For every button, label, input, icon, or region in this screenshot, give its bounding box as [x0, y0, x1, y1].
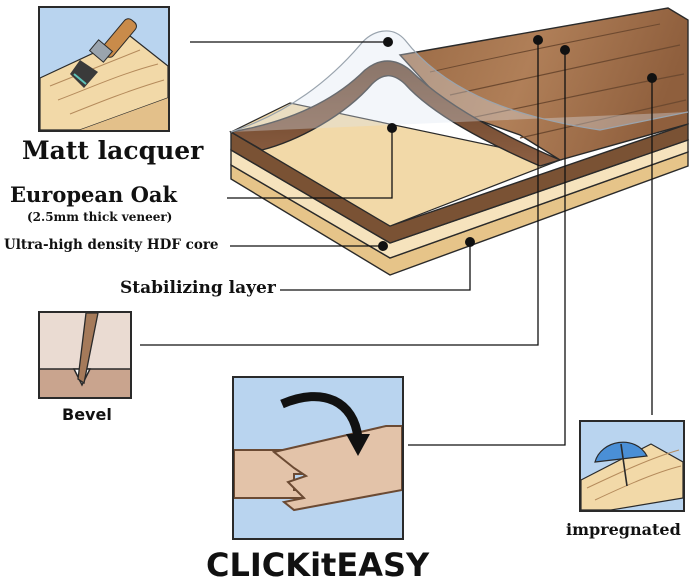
impregnated-thumbnail: [579, 420, 685, 512]
leader-european-oak: [227, 128, 393, 199]
bevel-icon: [40, 313, 130, 397]
bevel-thumbnail: [38, 311, 132, 399]
leader-bevel: [140, 40, 539, 346]
leader-stabilizing: [280, 242, 471, 291]
matt-lacquer-thumbnail: [38, 6, 170, 132]
peeled-veneer-flap: [228, 60, 563, 167]
plank-layers: [229, 7, 689, 276]
leader-click: [408, 50, 566, 446]
click-label: CLICKitEASY: [206, 546, 430, 584]
matt-lacquer-label: Matt lacquer: [22, 136, 204, 165]
leader-lines: [140, 40, 653, 446]
umbrella-icon: [581, 441, 683, 510]
veneer-note-label: (2.5mm thick veneer): [27, 210, 173, 224]
lacquer-film: [230, 30, 689, 133]
impregnated-label: impregnated: [566, 520, 681, 539]
paintbrush-icon: [40, 18, 168, 130]
stabilizing-layer-label: Stabilizing layer: [120, 278, 276, 298]
click-lock-icon: [234, 392, 402, 512]
european-oak-label: European Oak: [10, 182, 178, 207]
hdf-core-label: Ultra-high density HDF core: [4, 237, 219, 253]
leader-dots: [378, 35, 657, 251]
bevel-label: Bevel: [62, 405, 112, 424]
click-thumbnail: [232, 376, 404, 540]
